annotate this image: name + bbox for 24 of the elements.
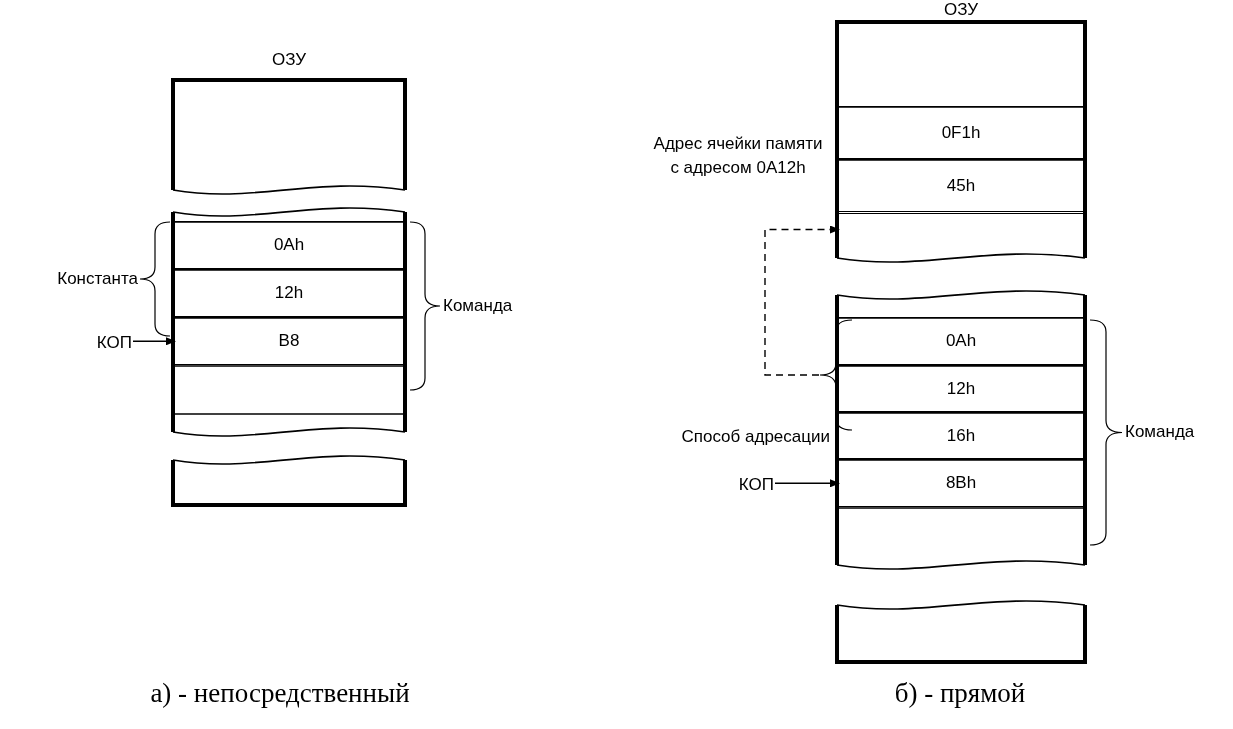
memory-cell: 45h (837, 159, 1085, 213)
memory-cell: B8 (173, 317, 405, 366)
arrow (764, 225, 840, 376)
annotation-text: Команда (1125, 421, 1196, 443)
annotation-text: КОП (712, 474, 774, 496)
caption: а) - непосредственный (149, 677, 411, 710)
memory-cell: 0Ah (173, 221, 405, 270)
caption: б) - прямой (893, 677, 1027, 710)
memory-cell: 12h (837, 365, 1085, 413)
memory-cell: 0F1h (837, 106, 1085, 160)
arrow (774, 479, 840, 488)
annotation-text: Константа (56, 268, 138, 290)
memory-cell: 0Ah (837, 317, 1085, 366)
memory-cell: 12h (173, 269, 405, 318)
annotation-text: Адрес ячейки памяти с адресом 0A12h (652, 133, 824, 179)
memory-cell: 8Bh (837, 459, 1085, 508)
annotation-text: Команда (443, 295, 514, 317)
annotation-text: КОП (70, 332, 132, 354)
column-heading: ОЗУ (942, 0, 980, 20)
memory-cell: 16h (837, 412, 1085, 460)
annotation-text: Способ адресации (680, 426, 830, 448)
arrow (132, 337, 176, 346)
column-heading: ОЗУ (270, 50, 308, 70)
curly-brace (819, 319, 853, 431)
